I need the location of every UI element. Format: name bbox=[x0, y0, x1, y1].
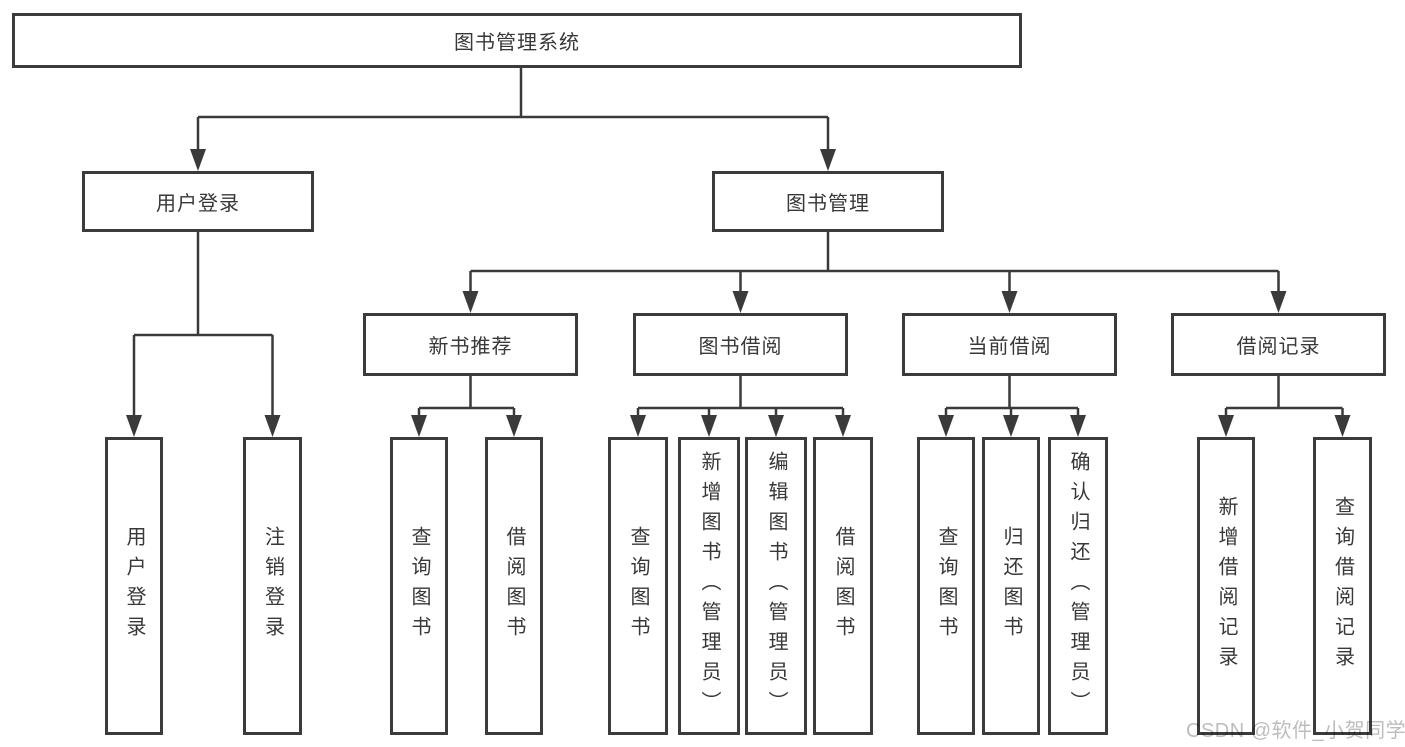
node-query-books-current: 查询图书 bbox=[917, 437, 975, 735]
node-borrowing-records-label: 借阅记录 bbox=[1236, 336, 1321, 358]
node-new-book-recommend: 新书推荐 bbox=[363, 313, 578, 376]
node-user-login-leaf: 用户登录 bbox=[105, 437, 163, 735]
node-user-login: 用户登录 bbox=[82, 171, 314, 232]
node-book-management-label: 图书管理 bbox=[786, 193, 870, 215]
node-book-borrowing-label: 图书借阅 bbox=[698, 336, 783, 358]
connector-book-management-branch bbox=[462, 232, 1287, 313]
node-return-books: 归还图书 bbox=[982, 437, 1040, 735]
node-query-books-current-label: 查询图书 bbox=[935, 526, 957, 646]
node-add-books-admin-label: 新增图书（管理员） bbox=[698, 451, 720, 721]
node-root-label: 图书管理系统 bbox=[454, 32, 580, 54]
node-query-borrow-record: 查询借阅记录 bbox=[1313, 437, 1372, 735]
node-book-borrowing: 图书借阅 bbox=[633, 313, 848, 376]
node-current-borrowing: 当前借阅 bbox=[902, 313, 1117, 376]
node-edit-books-admin: 编辑图书（管理员） bbox=[745, 437, 807, 735]
node-query-books-recommend-label: 查询图书 bbox=[408, 526, 430, 646]
node-confirm-return-admin: 确认归还（管理员） bbox=[1048, 437, 1108, 735]
connector-new-book-recommend-branch bbox=[411, 376, 522, 437]
node-add-borrow-record-label: 新增借阅记录 bbox=[1215, 496, 1237, 676]
node-borrow-books-recommend: 借阅图书 bbox=[485, 437, 543, 735]
node-logout-label: 注销登录 bbox=[261, 526, 284, 646]
node-borrow-books-borrowing: 借阅图书 bbox=[813, 437, 873, 735]
connector-borrowing-records-branch bbox=[1218, 376, 1351, 437]
node-user-login-leaf-label: 用户登录 bbox=[123, 526, 145, 646]
node-borrow-books-recommend-label: 借阅图书 bbox=[503, 526, 525, 646]
node-book-management: 图书管理 bbox=[712, 171, 944, 232]
node-query-books-borrowing: 查询图书 bbox=[608, 437, 668, 735]
watermark: CSDN @软件_小贺同学 bbox=[1186, 720, 1405, 742]
node-borrow-books-borrowing-label: 借阅图书 bbox=[832, 526, 854, 646]
node-confirm-return-admin-label: 确认归还（管理员） bbox=[1067, 451, 1089, 721]
node-add-books-admin: 新增图书（管理员） bbox=[678, 437, 740, 735]
node-query-borrow-record-label: 查询借阅记录 bbox=[1331, 496, 1354, 676]
node-logout: 注销登录 bbox=[243, 437, 302, 735]
node-return-books-label: 归还图书 bbox=[1000, 526, 1022, 646]
node-borrowing-records: 借阅记录 bbox=[1171, 313, 1386, 376]
connector-book-borrowing-branch bbox=[630, 376, 851, 437]
node-add-borrow-record: 新增借阅记录 bbox=[1197, 437, 1255, 735]
node-query-books-recommend: 查询图书 bbox=[390, 437, 448, 735]
connector-user-login-branch bbox=[126, 232, 281, 437]
node-new-book-recommend-label: 新书推荐 bbox=[428, 336, 513, 358]
node-user-login-label: 用户登录 bbox=[156, 193, 240, 215]
connector-root-branch bbox=[190, 68, 836, 171]
node-root: 图书管理系统 bbox=[12, 13, 1022, 68]
node-current-borrowing-label: 当前借阅 bbox=[967, 336, 1052, 358]
node-query-books-borrowing-label: 查询图书 bbox=[627, 526, 649, 646]
connector-current-borrowing-branch bbox=[938, 376, 1086, 437]
node-edit-books-admin-label: 编辑图书（管理员） bbox=[765, 451, 787, 721]
